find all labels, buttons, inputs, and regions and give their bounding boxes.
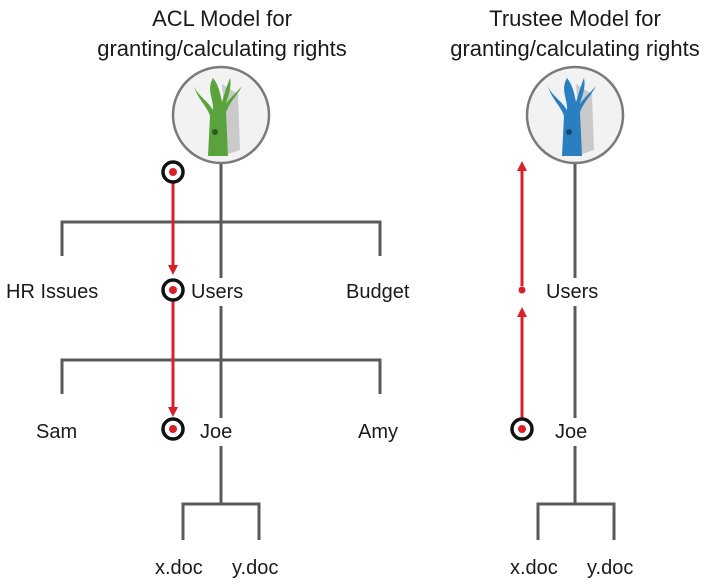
acl-node-amy: Amy [358, 421, 398, 443]
acl-node-hr-issues: HR Issues [6, 281, 99, 303]
acl-root-badge [171, 65, 271, 165]
acl-title-line-1: ACL Model for [152, 6, 292, 31]
acl-title-line-2: granting/calculating rights [97, 36, 347, 61]
acl-node-users: Users [191, 281, 244, 303]
trustee-tree-lines [536, 162, 616, 540]
acl-users-marker [161, 278, 185, 302]
acl-node-joe: Joe [200, 421, 233, 443]
acl-model-title: ACL Model for granting/calculating right… [72, 4, 372, 64]
trustee-node-x-doc: x.doc [510, 557, 558, 579]
trustee-title-line-1: Trustee Model for [489, 6, 661, 31]
acl-tree-lines [60, 162, 382, 540]
acl-node-y-doc: y.doc [232, 557, 279, 579]
tree-icon [548, 78, 596, 156]
trustee-node-y-doc: y.doc [587, 557, 634, 579]
trustee-model-title: Trustee Model for granting/calculating r… [425, 4, 720, 64]
trustee-users-dot [518, 286, 526, 294]
acl-node-budget: Budget [346, 281, 410, 303]
trustee-joe-marker [510, 417, 534, 441]
acl-node-x-doc: x.doc [155, 557, 203, 579]
trustee-root-badge [525, 65, 625, 165]
trustee-title-line-2: granting/calculating rights [450, 36, 700, 61]
tree-icon [194, 78, 242, 156]
acl-joe-marker [161, 417, 185, 441]
acl-root-marker [161, 160, 185, 184]
acl-node-sam: Sam [36, 421, 78, 443]
trustee-node-users: Users [546, 281, 599, 303]
trustee-node-joe: Joe [555, 421, 588, 443]
